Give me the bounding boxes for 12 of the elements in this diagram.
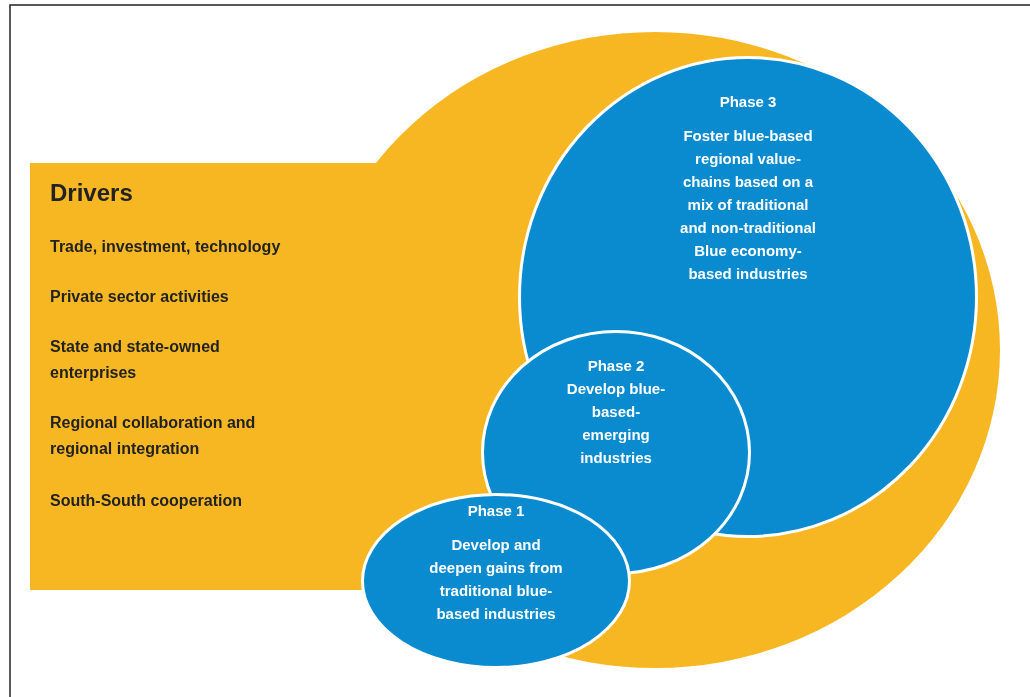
phase-heading: Phase 1	[466, 501, 526, 521]
driver-item: Regional collaboration and regional integration	[50, 413, 257, 459]
driver-item: Private sector activities	[50, 287, 230, 307]
driver-item: South-South cooperation	[50, 491, 243, 511]
driver-item: State and state-owned enterprises	[50, 337, 221, 383]
phase-description: Develop blue-based-emerging industries	[565, 379, 667, 468]
phase-description: Foster blue-based regional value-chains based on a mix of traditional and non-traditional Blue economy-based industries	[679, 126, 817, 284]
phase-description: Develop and deepen gains from traditional blue-based industries	[428, 535, 564, 624]
drivers-heading: Drivers	[50, 180, 134, 206]
phase-heading: Phase 3	[718, 92, 778, 112]
phase-heading: Phase 2	[586, 356, 646, 376]
driver-item: Trade, investment, technology	[50, 237, 282, 257]
